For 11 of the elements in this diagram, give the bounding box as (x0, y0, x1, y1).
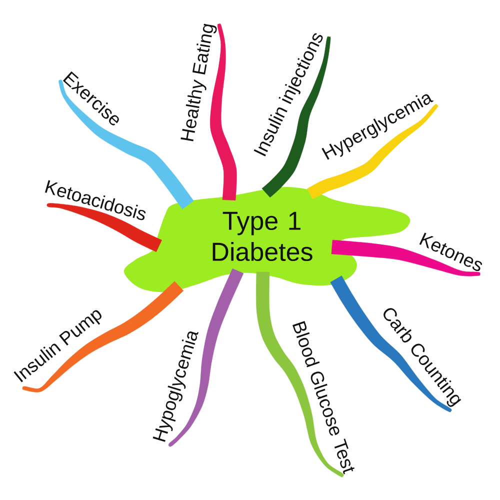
branch (262, 36, 331, 198)
branch (330, 276, 452, 412)
branch (256, 272, 344, 478)
branch (58, 80, 194, 210)
branch (46, 203, 162, 252)
branch (22, 281, 184, 392)
branch (331, 240, 480, 276)
branch-label: Healthy Eating (180, 24, 217, 142)
branch (168, 268, 244, 447)
branch-label: Blood Glucose Test (292, 321, 355, 474)
branch (307, 104, 438, 200)
